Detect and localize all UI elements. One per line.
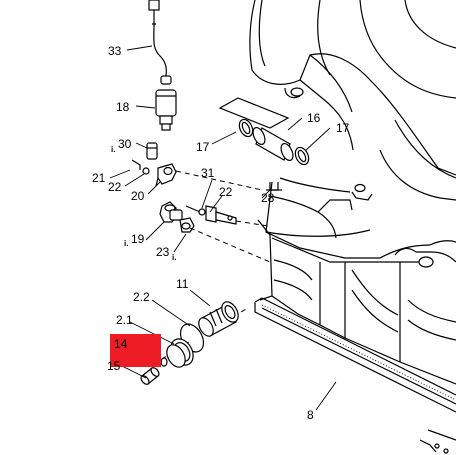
callout-22-left: 22 — [108, 180, 122, 194]
callout-30: 30 — [118, 137, 132, 151]
elbow-assembly — [131, 159, 177, 187]
connector-part-28 — [266, 182, 282, 191]
rail-part — [254, 297, 456, 413]
marker-i-2: i. — [124, 239, 128, 248]
callout-18: 18 — [116, 100, 130, 114]
callout-19: 19 — [131, 232, 145, 246]
callout-8: 8 — [307, 408, 314, 422]
filter-cap-2-1 — [166, 338, 194, 368]
hose-and-clamps — [218, 97, 310, 166]
sensor-cable — [148, 0, 172, 85]
callout-2-2: 2.2 — [133, 290, 150, 304]
elbow-fitting-19 — [159, 201, 183, 223]
callout-labels: 33 18 30 i. 21 22 20 31 22 28 19 i. 23 i… — [92, 44, 350, 422]
bracket-assembly — [185, 205, 237, 225]
callout-15: 15 — [107, 359, 121, 373]
callout-33: 33 — [108, 44, 122, 58]
callout-23: 23 — [156, 245, 170, 259]
callout-2-1: 2.1 — [116, 313, 133, 327]
marker-i-1: i. — [111, 145, 115, 154]
callout-14: 14 — [114, 337, 128, 351]
level-sensor — [155, 89, 177, 131]
highlight-box — [110, 334, 161, 367]
fitting-part-23 — [179, 217, 195, 233]
callout-20: 20 — [131, 189, 145, 203]
callout-17-left: 17 — [196, 140, 210, 154]
callout-21: 21 — [92, 171, 106, 185]
callout-17-right: 17 — [336, 121, 350, 135]
fitting-part-30 — [146, 142, 158, 160]
tank-body — [249, 0, 456, 454]
marker-i-3: i. — [172, 253, 176, 262]
callout-16: 16 — [307, 111, 321, 125]
filter-part-11 — [198, 301, 239, 337]
callout-28: 28 — [261, 191, 275, 205]
o-ring-and-fitting — [140, 357, 168, 385]
callout-11: 11 — [176, 277, 189, 291]
callout-22-right: 22 — [219, 185, 233, 199]
callout-31: 31 — [201, 166, 215, 180]
